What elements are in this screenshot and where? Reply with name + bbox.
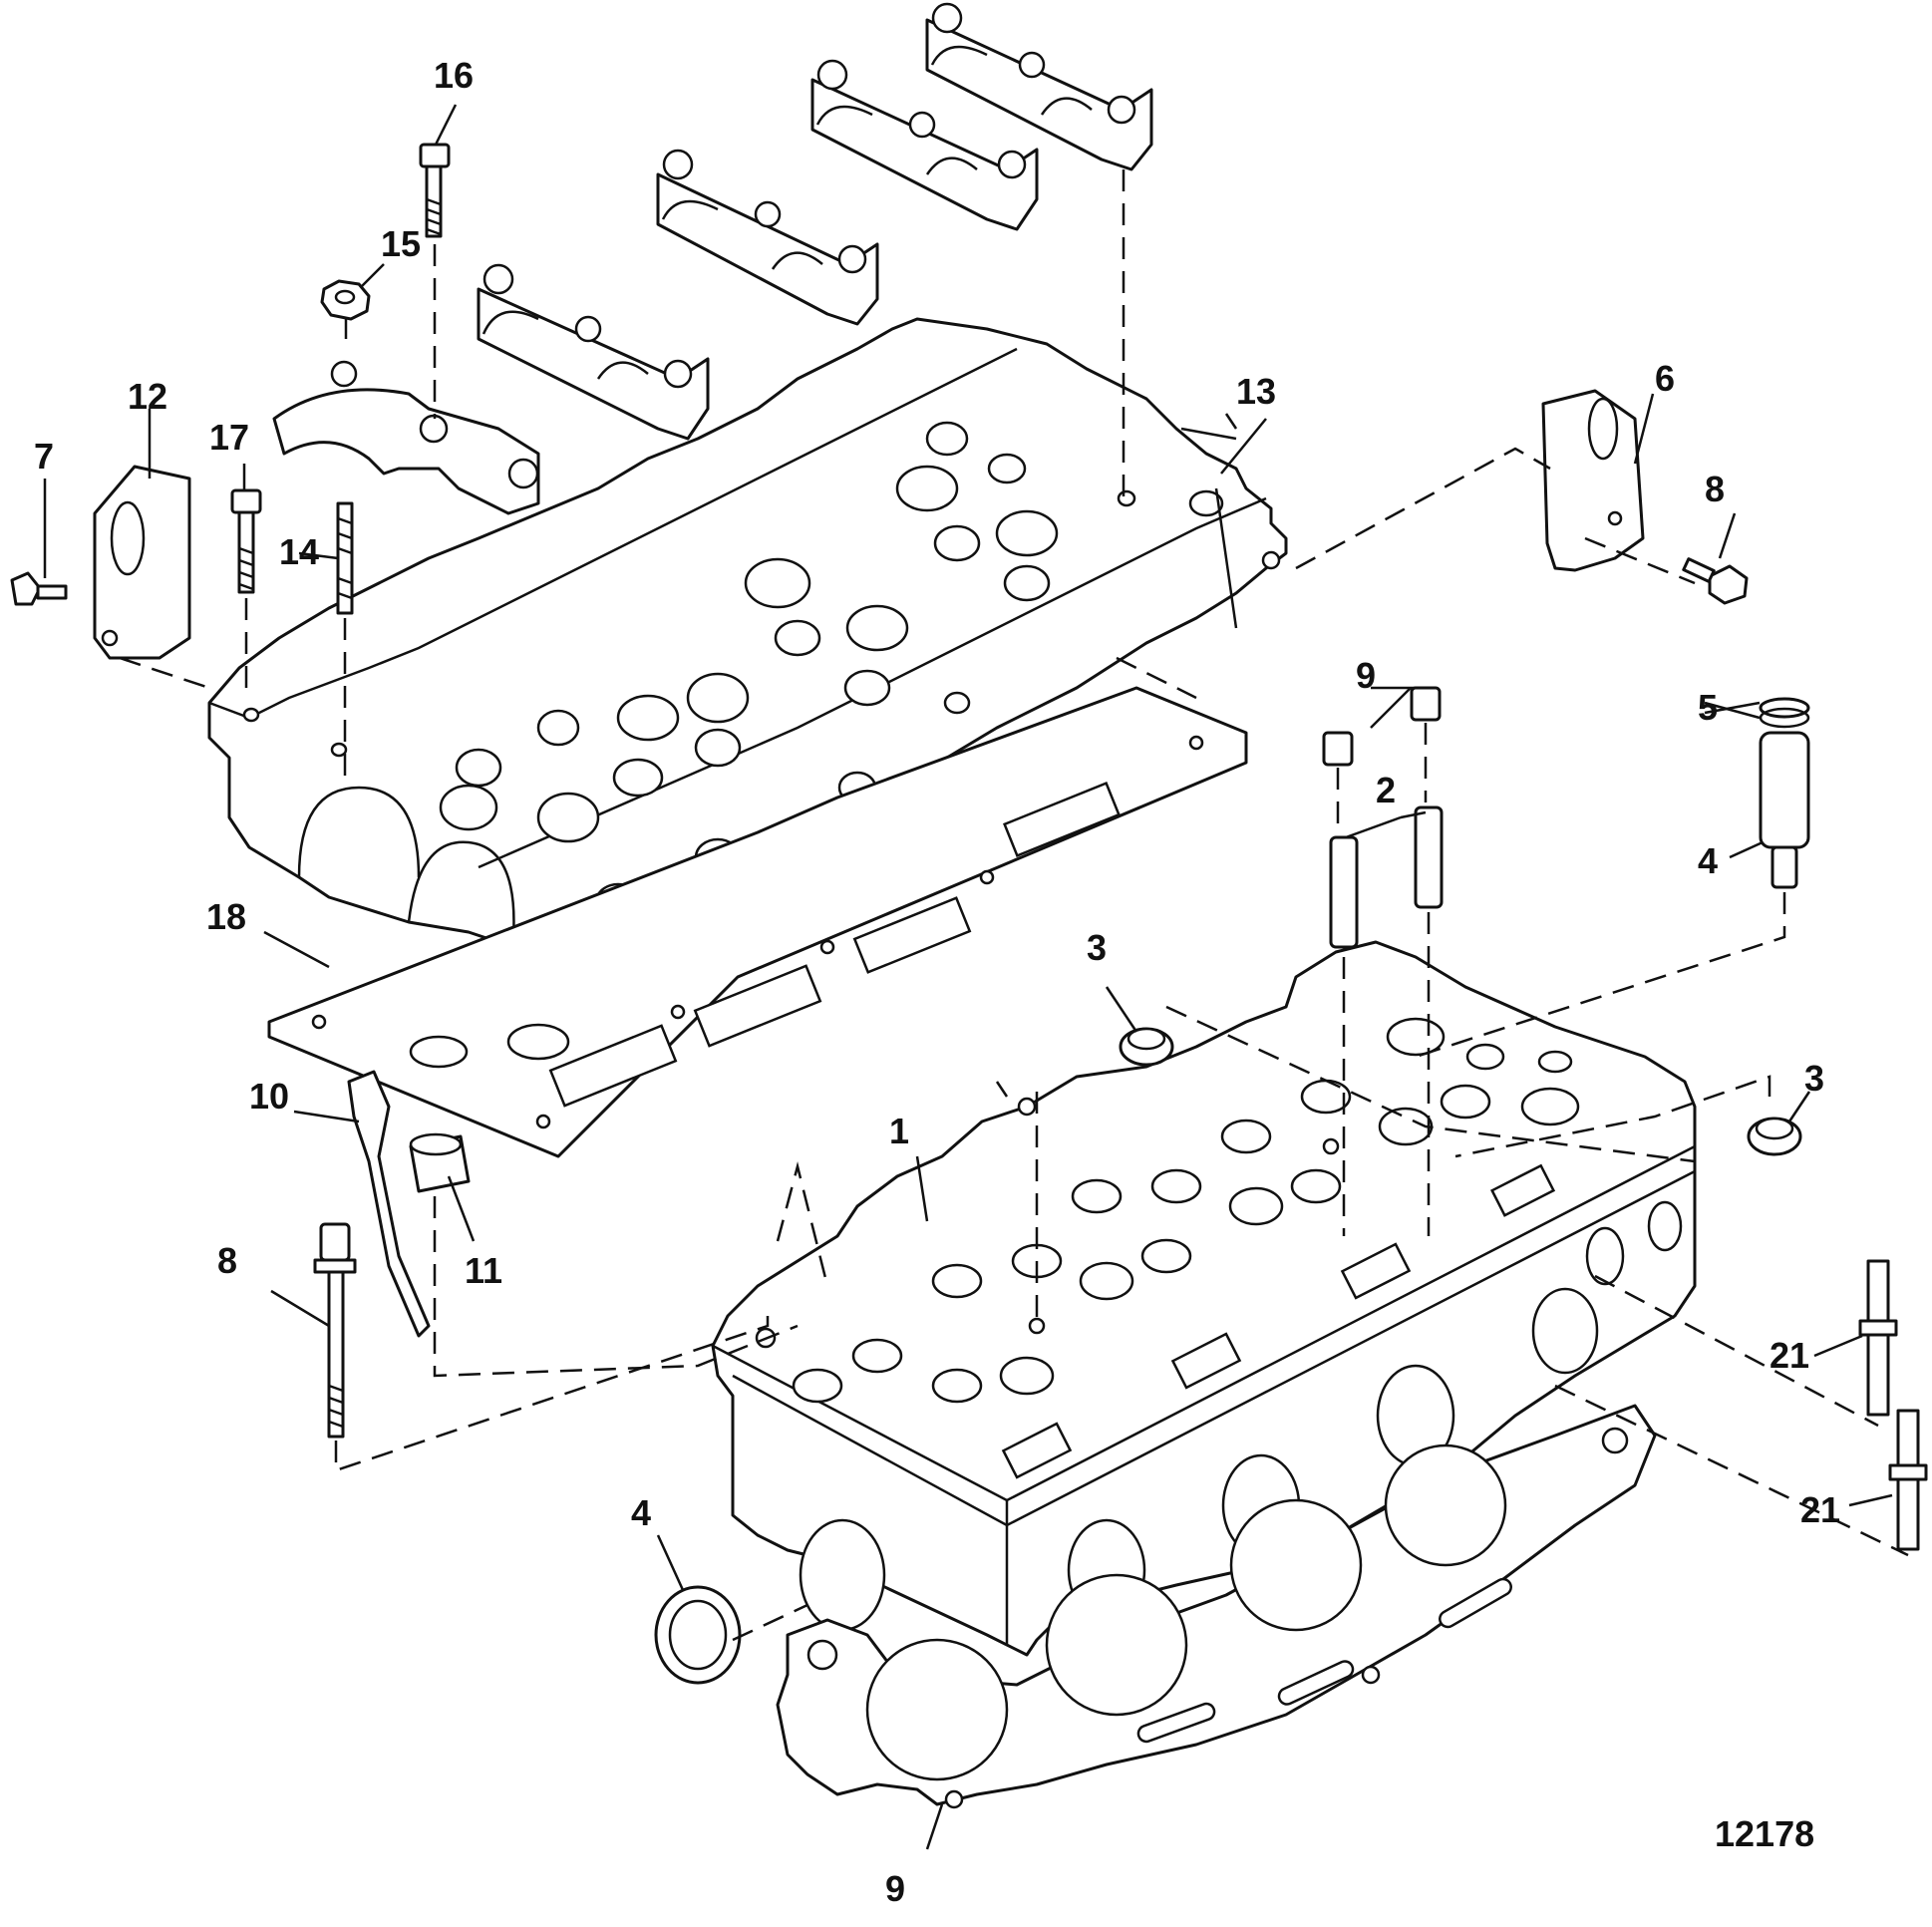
- callout-5: 4: [1698, 840, 1718, 881]
- camshaft-bearing-cap-1: [477, 263, 710, 441]
- callout-16: 14: [279, 531, 319, 572]
- callout-14: 11: [465, 1250, 502, 1291]
- callout-18: 16: [434, 55, 474, 96]
- callout-15: 13: [1236, 371, 1276, 412]
- callout-2: 2: [1376, 770, 1396, 810]
- stud-21-upper: [1858, 1259, 1898, 1417]
- stud-16: [336, 501, 354, 615]
- seal-4: [654, 1585, 742, 1685]
- callout-8-right: 8: [1705, 469, 1725, 509]
- stud-21-lower: [1888, 1409, 1928, 1551]
- camshaft-bearing-cap-3: [810, 59, 1039, 231]
- valve-seal-11: [1322, 686, 1442, 767]
- callout-17: 15: [381, 223, 421, 264]
- callout-6: 5: [1698, 687, 1718, 728]
- callout-9: 9: [885, 1868, 905, 1909]
- head-bolt-10: [313, 1222, 357, 1439]
- camshaft-bearing-cap-4: [925, 2, 1153, 171]
- callout-labels: 16 15 12 17 7 14 13 6 8 9 5 2 4 18 3 3 1…: [34, 55, 1840, 1909]
- callout-7: 6: [1655, 358, 1675, 399]
- callout-21-upper: 21: [1770, 1335, 1809, 1376]
- callout-10: 8: [217, 1240, 237, 1281]
- cylinder-head: [711, 940, 1697, 1657]
- callout-20: 18: [206, 896, 246, 937]
- valve-guide-2: [1329, 805, 1444, 949]
- callout-8-left: 7: [34, 436, 54, 477]
- bolt-8-right: [1682, 557, 1749, 605]
- lifting-bracket-13: [93, 465, 191, 660]
- callout-21-lower: 21: [1800, 1489, 1840, 1530]
- callout-11: 9: [1356, 655, 1376, 696]
- bolt-8-left: [10, 571, 68, 606]
- seal-3-left: [1119, 1027, 1174, 1067]
- injector-sleeve-5: [1759, 731, 1810, 889]
- callout-19: 17: [209, 417, 249, 458]
- lifting-bracket-7: [1541, 389, 1645, 572]
- callout-12: 10: [249, 1076, 289, 1117]
- camshaft-bearing-cap-front: [272, 360, 540, 515]
- callout-3-left: 3: [1087, 927, 1107, 968]
- sleeve-14: [409, 1132, 471, 1193]
- nut-17: [320, 279, 371, 321]
- callout-4: 4: [631, 1492, 651, 1533]
- o-ring-6: [1759, 697, 1810, 729]
- glow-plug-12: [347, 1070, 431, 1338]
- callout-1: 1: [889, 1111, 909, 1151]
- seal-3-right: [1747, 1117, 1802, 1156]
- leader-lines: [43, 104, 1893, 1850]
- callout-13: 12: [128, 376, 167, 417]
- upper-gasket: [267, 686, 1248, 1158]
- figure-number: 12178: [1715, 1813, 1814, 1854]
- callout-3-right: 3: [1804, 1058, 1824, 1099]
- cylinder-head-gasket: [776, 1404, 1657, 1809]
- assembly-lines: [119, 169, 1909, 1642]
- bolt-19: [230, 488, 262, 594]
- camshaft-bearing-cap-2: [656, 149, 879, 326]
- bolt-18: [419, 143, 451, 238]
